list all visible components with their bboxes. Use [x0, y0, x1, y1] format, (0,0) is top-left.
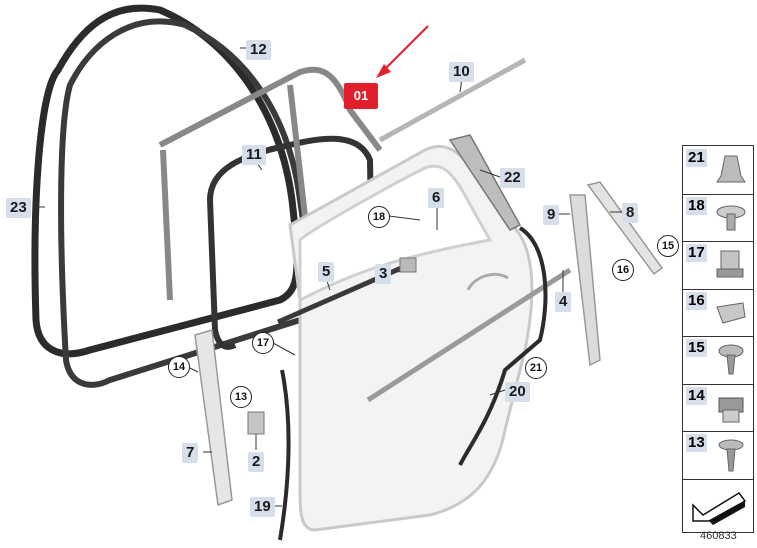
callout-23: 23	[6, 198, 31, 218]
selected-part-badge[interactable]: 01	[344, 83, 378, 109]
legend-cell-17[interactable]: 17	[683, 241, 753, 290]
callout-19: 19	[250, 497, 275, 517]
fastener-legend-panel: 21 18 17 16 15 14 13	[682, 145, 754, 533]
hex-screw-icon	[718, 439, 744, 472]
callout-9: 9	[543, 205, 560, 225]
legend-number: 18	[686, 196, 707, 215]
legend-number: 21	[686, 149, 707, 167]
circle-callout-17: 17	[252, 332, 274, 354]
trim-8	[586, 181, 664, 276]
door-seal-12	[58, 18, 314, 388]
callout-20: 20	[505, 382, 530, 402]
direction-arrow-icon	[692, 491, 747, 525]
diagram-number: 460833	[700, 530, 737, 542]
door-molding-4	[366, 267, 572, 403]
legend-cell-21[interactable]: 21	[683, 146, 753, 195]
circle-callout-16: 16	[612, 259, 634, 281]
legend-number: 16	[686, 291, 707, 310]
door-seal-19	[278, 369, 291, 541]
expanding-nut-icon	[718, 397, 744, 422]
clip-nut-icon	[716, 250, 744, 278]
clip-2	[247, 411, 265, 435]
legend-cell-15[interactable]: 15	[683, 336, 753, 385]
callout-3: 3	[375, 264, 392, 284]
circle-callout-15: 15	[657, 235, 679, 257]
callout-4: 4	[555, 292, 572, 312]
legend-cell-13[interactable]: 13	[683, 431, 753, 480]
part-22	[448, 134, 522, 231]
trim-7	[194, 329, 233, 507]
clip-3	[399, 257, 417, 273]
circle-callout-18: 18	[368, 206, 390, 228]
belt-strip-5	[276, 259, 417, 325]
callout-2: 2	[248, 452, 265, 472]
legend-number: 13	[686, 434, 707, 452]
legend-number: 14	[686, 386, 707, 405]
callout-6: 6	[428, 188, 445, 208]
callout-8: 8	[622, 203, 639, 223]
spring-clip-icon	[716, 301, 746, 324]
top-trim-10	[378, 57, 527, 143]
door-seal-20	[458, 226, 548, 466]
legend-cell-16[interactable]: 16	[683, 289, 753, 337]
trim-9	[569, 194, 601, 367]
legend-cell-arrow	[683, 479, 753, 527]
window-frame-11	[207, 135, 375, 281]
legend-cell-18[interactable]: 18	[683, 194, 753, 242]
callout-11: 11	[242, 145, 266, 165]
push-rivet-icon	[716, 205, 746, 230]
circle-callout-14: 14	[168, 356, 190, 378]
callout-12: 12	[246, 40, 271, 60]
legend-number: 17	[686, 244, 707, 262]
callout-22: 22	[500, 168, 525, 188]
red-pointer-arrow	[381, 25, 429, 73]
screw-icon	[718, 344, 744, 375]
callout-7: 7	[182, 443, 199, 463]
legend-cell-14[interactable]: 14	[683, 384, 753, 432]
circle-callout-13: 13	[230, 386, 252, 408]
callout-5: 5	[318, 262, 335, 282]
callout-10: 10	[449, 62, 474, 82]
circle-callout-21: 21	[525, 357, 547, 379]
plug-icon	[716, 155, 746, 183]
legend-number: 15	[686, 339, 707, 357]
